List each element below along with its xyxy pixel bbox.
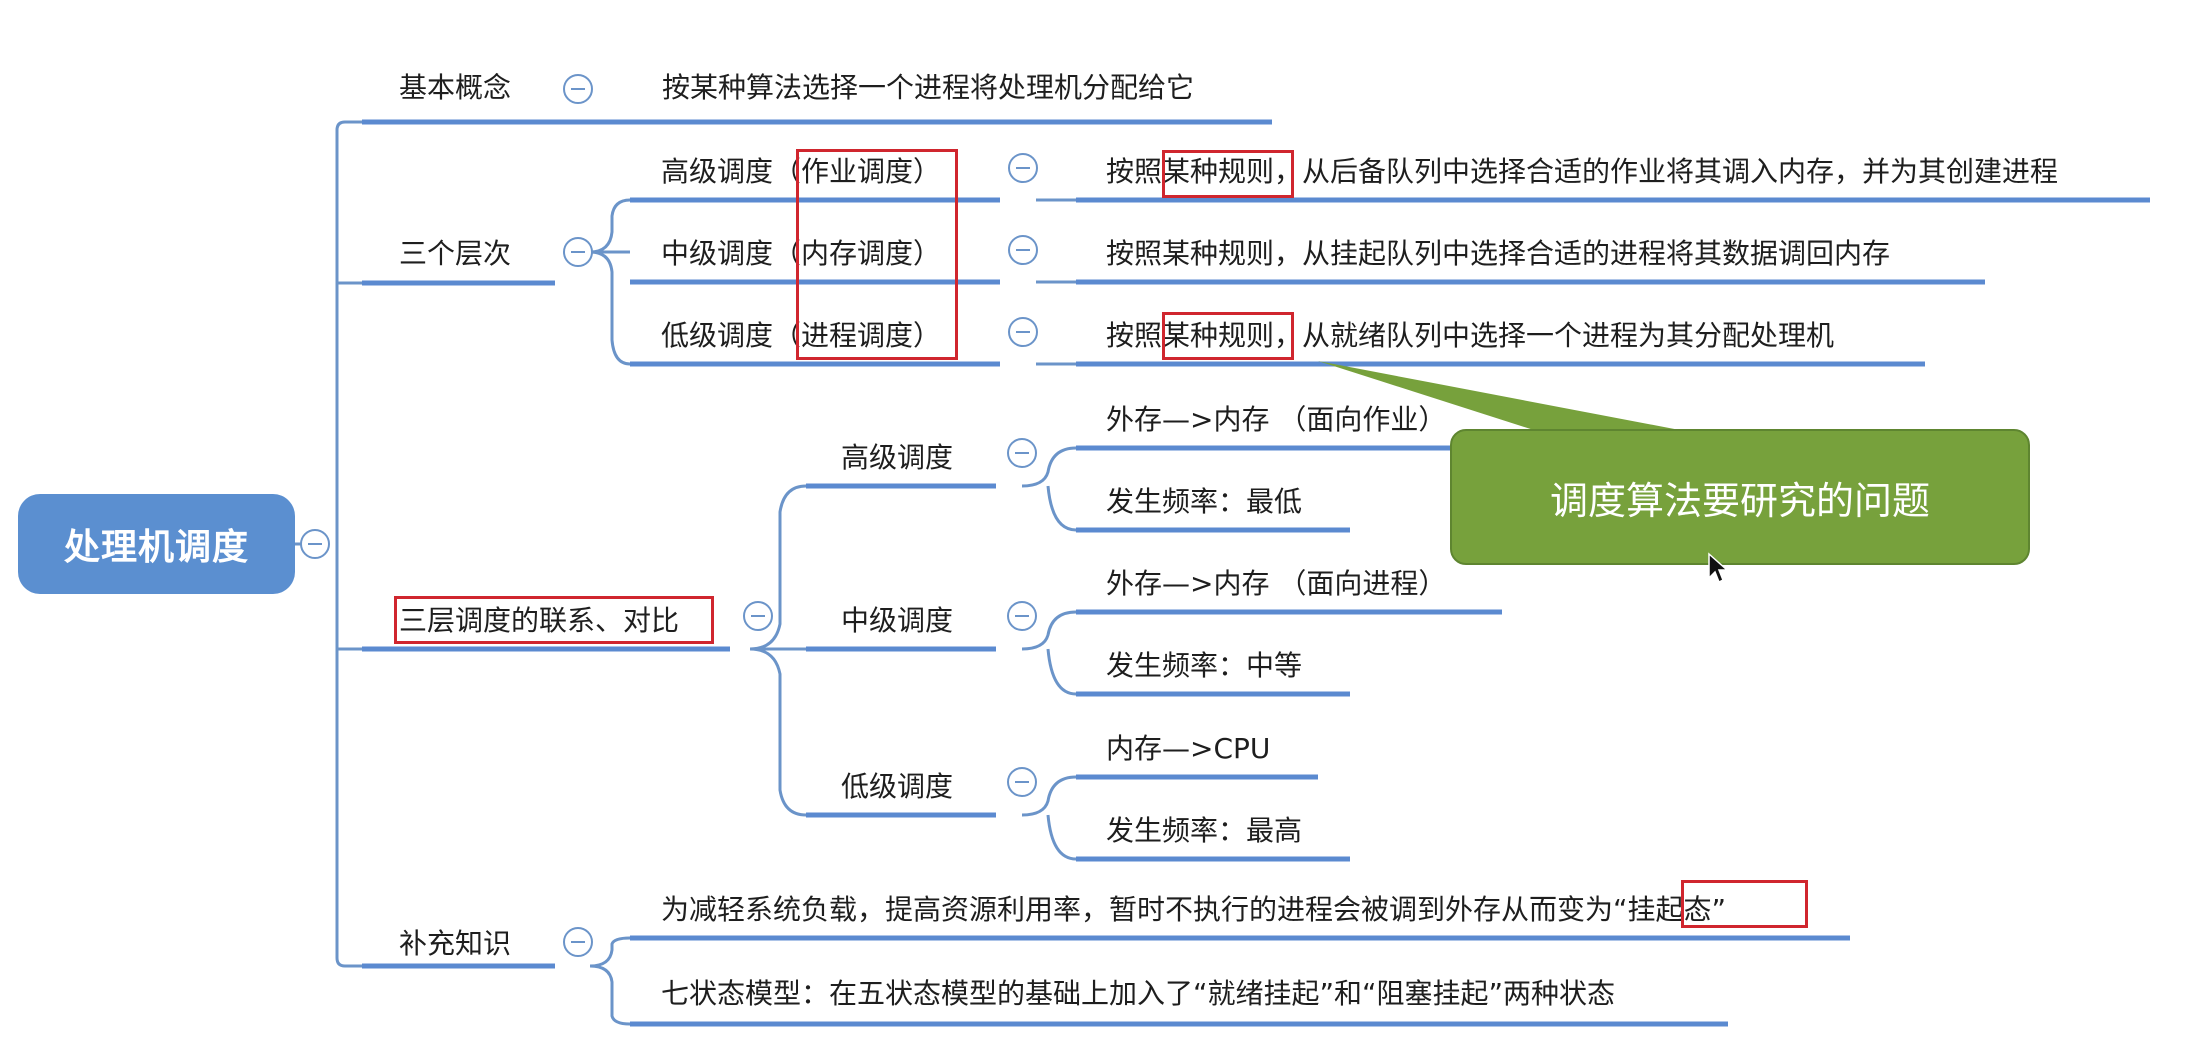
collapse-toggle-icon[interactable] xyxy=(1008,235,1038,265)
compare-high-fan xyxy=(1021,446,1077,532)
collapse-toggle-icon[interactable] xyxy=(1007,601,1037,631)
collapse-toggle-icon[interactable] xyxy=(1008,153,1038,183)
detail-rest: ，从后备队列中选择合适的作业将其调入内存，并为其创建进程 xyxy=(1274,155,2059,188)
supplement-detail-1[interactable]: 为减轻系统负载，提高资源利用率，暂时不执行的进程会被调到外存从而变为“挂起态” xyxy=(661,892,1726,928)
collapse-toggle-icon[interactable] xyxy=(1008,317,1038,347)
collapse-toggle-icon[interactable] xyxy=(743,601,773,631)
branch-supplement-label[interactable]: 补充知识 xyxy=(399,927,512,960)
detail-rule: 某种规则 xyxy=(1162,319,1275,352)
collapse-toggle-icon[interactable] xyxy=(563,74,593,104)
level-low-detail[interactable]: 按照某种规则，从就绪队列中选择一个进程为其分配处理机 xyxy=(1106,318,1834,354)
collapse-toggle-icon[interactable] xyxy=(300,529,330,559)
level-low-label[interactable]: 低级调度（进程调度） xyxy=(661,318,941,354)
compare-mid-direction[interactable]: 外存—>内存 （面向进程） xyxy=(1106,567,1447,600)
level-mid-label[interactable]: 中级调度（内存调度） xyxy=(661,236,941,272)
collapse-toggle-icon[interactable] xyxy=(563,927,593,957)
level-name: 高级调度 xyxy=(661,155,774,188)
compare-high-label[interactable]: 高级调度 xyxy=(841,441,954,474)
level-paren: （进程调度） xyxy=(773,319,942,352)
compare-connector xyxy=(749,484,807,817)
supplement-detail-2[interactable]: 七状态模型：在五状态模型的基础上加入了“就绪挂起”和“阻塞挂起”两种状态 xyxy=(661,977,1616,1010)
level-high-label[interactable]: 高级调度（作业调度） xyxy=(661,154,941,190)
underlines xyxy=(362,119,2150,1027)
collapse-toggle-icon[interactable] xyxy=(1007,438,1037,468)
collapse-toggle-icon[interactable] xyxy=(1007,767,1037,797)
supplement-text: 为减轻系统负载，提高资源利用率，暂时不执行的进程会被调到外存从而变为 xyxy=(661,893,1614,926)
branch-levels-label[interactable]: 三个层次 xyxy=(399,237,512,270)
compare-mid-fan xyxy=(1021,610,1077,696)
branch-concept-label[interactable]: 基本概念 xyxy=(399,71,512,104)
detail-rule: 某种规则 xyxy=(1162,155,1275,188)
compare-low-label[interactable]: 低级调度 xyxy=(841,770,954,803)
branch-compare-label[interactable]: 三层调度的联系、对比 xyxy=(399,604,680,637)
supplement-highlight: “挂起态” xyxy=(1613,893,1727,926)
levels-detail-links xyxy=(1036,198,1076,366)
mouse-cursor-icon xyxy=(1708,552,1729,584)
compare-mid-frequency[interactable]: 发生频率：中等 xyxy=(1106,649,1303,682)
compare-low-frequency[interactable]: 发生频率：最高 xyxy=(1106,814,1303,847)
level-paren: （内存调度） xyxy=(773,237,942,270)
compare-high-direction[interactable]: 外存—>内存 （面向作业） xyxy=(1106,403,1447,436)
compare-mid-label[interactable]: 中级调度 xyxy=(841,604,954,637)
detail-prefix: 按照 xyxy=(1106,155,1163,188)
detail-rule: 某种规则 xyxy=(1162,237,1275,270)
callout-text: 调度算法要研究的问题 xyxy=(1549,478,1930,523)
levels-connector xyxy=(589,198,631,366)
compare-low-fan xyxy=(1021,775,1077,861)
callout-note[interactable]: 调度算法要研究的问题 xyxy=(1450,429,2030,565)
concept-detail[interactable]: 按某种算法选择一个进程将处理机分配给它 xyxy=(662,71,1195,104)
compare-low-direction[interactable]: 内存—>CPU xyxy=(1106,732,1271,765)
supplement-connector xyxy=(589,936,631,1026)
level-name: 低级调度 xyxy=(661,319,774,352)
level-mid-detail[interactable]: 按照某种规则，从挂起队列中选择合适的进程将其数据调回内存 xyxy=(1106,236,1890,272)
root-label: 处理机调度 xyxy=(63,527,249,568)
detail-prefix: 按照 xyxy=(1106,319,1163,352)
collapse-toggle-icon[interactable] xyxy=(563,237,593,267)
level-high-detail[interactable]: 按照某种规则，从后备队列中选择合适的作业将其调入内存，并为其创建进程 xyxy=(1106,154,2058,190)
root-node[interactable]: 处理机调度 xyxy=(18,494,295,594)
callout-pointer xyxy=(1318,361,1690,432)
level-paren: （作业调度） xyxy=(773,155,942,188)
compare-high-frequency[interactable]: 发生频率：最低 xyxy=(1106,485,1303,518)
detail-rest: ，从挂起队列中选择合适的进程将其数据调回内存 xyxy=(1274,237,1891,270)
detail-rest: ，从就绪队列中选择一个进程为其分配处理机 xyxy=(1274,319,1835,352)
level-name: 中级调度 xyxy=(661,237,774,270)
detail-prefix: 按照 xyxy=(1106,237,1163,270)
